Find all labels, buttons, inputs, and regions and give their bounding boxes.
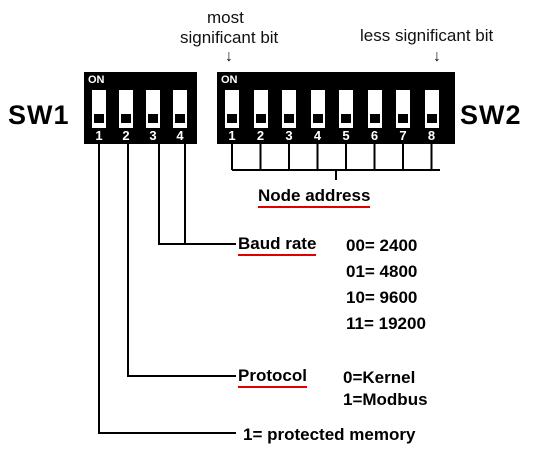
switch-knob: [426, 114, 437, 123]
lsb-arrow: ↓: [433, 48, 441, 65]
sw1-bit3-leader: [158, 144, 185, 245]
baud-rate-title: Baud rate: [238, 234, 317, 256]
switch-position-number: 3: [149, 128, 157, 143]
msb-arrow: ↓: [225, 48, 233, 65]
switch-slot[interactable]: [225, 90, 239, 128]
switch-knob: [175, 114, 185, 123]
switch-slot[interactable]: [339, 90, 353, 128]
switch-knob: [227, 114, 237, 123]
switch-slot[interactable]: [424, 90, 439, 128]
switch-slot[interactable]: [253, 90, 268, 128]
protocol-option: 0=Kernel: [343, 368, 416, 387]
switch-position-number: 5: [342, 128, 350, 143]
switch-slot[interactable]: [396, 90, 410, 128]
switch-knob: [148, 114, 158, 123]
sw2-name: SW2: [460, 100, 522, 130]
sw2-dip-switch: ON 1 2 3 4 5 6 7 8: [217, 72, 455, 144]
switch-knob: [94, 114, 104, 123]
baud-rate-option: 11= 19200: [346, 314, 426, 333]
sw1-bit4-leader: [184, 144, 236, 245]
switch-knob: [312, 114, 323, 123]
switch-position-number: 7: [399, 128, 407, 143]
switch-slot[interactable]: [119, 90, 133, 128]
sw2-on-label: ON: [221, 74, 238, 86]
switch-position-number: 8: [427, 128, 436, 143]
sw1-bit1-leader: [98, 144, 236, 434]
switch-position-number: 1: [95, 128, 103, 143]
lsb-label: less significant bit: [360, 26, 494, 45]
switch-position-number: 2: [122, 128, 130, 143]
switch-slot[interactable]: [282, 90, 296, 128]
switch-knob: [121, 114, 131, 123]
switch-knob: [284, 114, 294, 123]
sw1-on-label: ON: [88, 74, 105, 86]
switch-position-number: 1: [228, 128, 236, 143]
msb-label-line1: most: [207, 8, 244, 27]
switch-knob: [398, 114, 408, 123]
protected-memory-label: 1= protected memory: [243, 425, 416, 444]
protocol-title: Protocol: [238, 366, 307, 388]
switch-position-number: 4: [313, 128, 322, 143]
node-address-label: Node address: [258, 186, 371, 208]
baud-rate-option: 10= 9600: [346, 288, 418, 307]
switch-slot[interactable]: [310, 90, 325, 128]
sw1-name: SW1: [8, 100, 70, 130]
switch-slot[interactable]: [367, 90, 382, 128]
switch-position-number: 6: [370, 128, 379, 143]
switch-knob: [341, 114, 351, 123]
switch-knob: [369, 114, 380, 123]
switch-slot[interactable]: [146, 90, 160, 128]
switch-position-number: 2: [256, 128, 265, 143]
switch-position-number: 3: [285, 128, 293, 143]
baud-rate-option: 00= 2400: [346, 236, 418, 255]
switch-position-number: 4: [176, 128, 184, 143]
sw1-dip-switch: ON 1 2 3 4: [84, 72, 197, 144]
sw1-bit2-leader: [127, 144, 236, 377]
switch-slot[interactable]: [173, 90, 187, 128]
msb-label-line2: significant bit: [180, 28, 279, 47]
baud-rate-option: 01= 4800: [346, 262, 418, 281]
switch-slot[interactable]: [92, 90, 106, 128]
protocol-option: 1=Modbus: [343, 390, 428, 409]
switch-knob: [255, 114, 266, 123]
